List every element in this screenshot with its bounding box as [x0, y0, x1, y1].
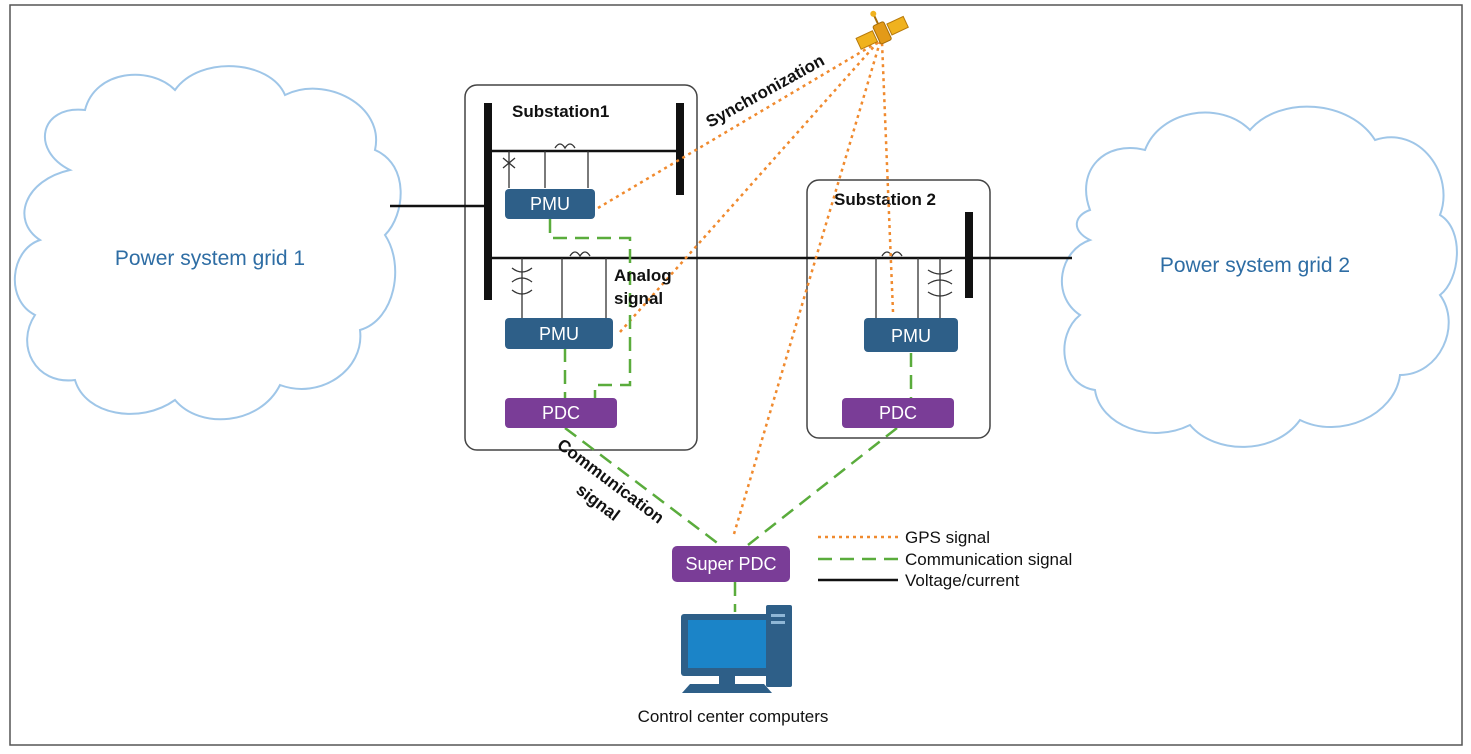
substation-1-box [464, 84, 698, 451]
power-grid-1-cloud: Power system grid 1 [13, 65, 402, 421]
super-pdc: Super PDC [672, 546, 790, 582]
substation-2-title: Substation 2 [834, 190, 936, 209]
super-pdc-label: Super PDC [685, 554, 776, 574]
analog-label-line2: signal [614, 289, 663, 308]
transformer-icon [511, 251, 607, 318]
gps-signal-lines [597, 40, 895, 535]
pmu-label: PMU [530, 194, 570, 214]
pdc-s1: PDC [505, 398, 617, 428]
legend-comm-label: Communication signal [905, 550, 1072, 569]
legend-gps-label: GPS signal [905, 528, 990, 547]
grid-2-label: Power system grid 2 [1160, 254, 1350, 277]
pdc-label: PDC [879, 403, 917, 423]
power-grid-2-cloud: Power system grid 2 [1061, 105, 1458, 448]
pmu-label: PMU [539, 324, 579, 344]
pmu-s2: PMU [864, 318, 958, 352]
computer-icon [681, 605, 792, 693]
figure-border [9, 4, 1463, 746]
communication-signal-lines [548, 219, 913, 612]
grid-1-label: Power system grid 1 [115, 247, 305, 270]
pmu-label: PMU [891, 326, 931, 346]
pmu-s1-lower: PMU [505, 318, 613, 349]
pdc-label: PDC [542, 403, 580, 423]
legend: GPS signal Communication signal Voltage/… [818, 528, 1072, 590]
transformer-icon [875, 251, 953, 318]
substation-2-box [806, 179, 991, 439]
pdc-s2: PDC [842, 398, 954, 428]
substation-1-title: Substation1 [512, 102, 609, 121]
pmu-s1-upper: PMU [505, 189, 595, 219]
control-center-caption: Control center computers [638, 707, 829, 726]
satellite-icon [855, 10, 909, 50]
transformer-icon [502, 143, 589, 188]
legend-voltage-label: Voltage/current [905, 571, 1020, 590]
analog-label-line1: Analog [614, 266, 672, 285]
synchronization-label: Synchronization [703, 51, 828, 132]
